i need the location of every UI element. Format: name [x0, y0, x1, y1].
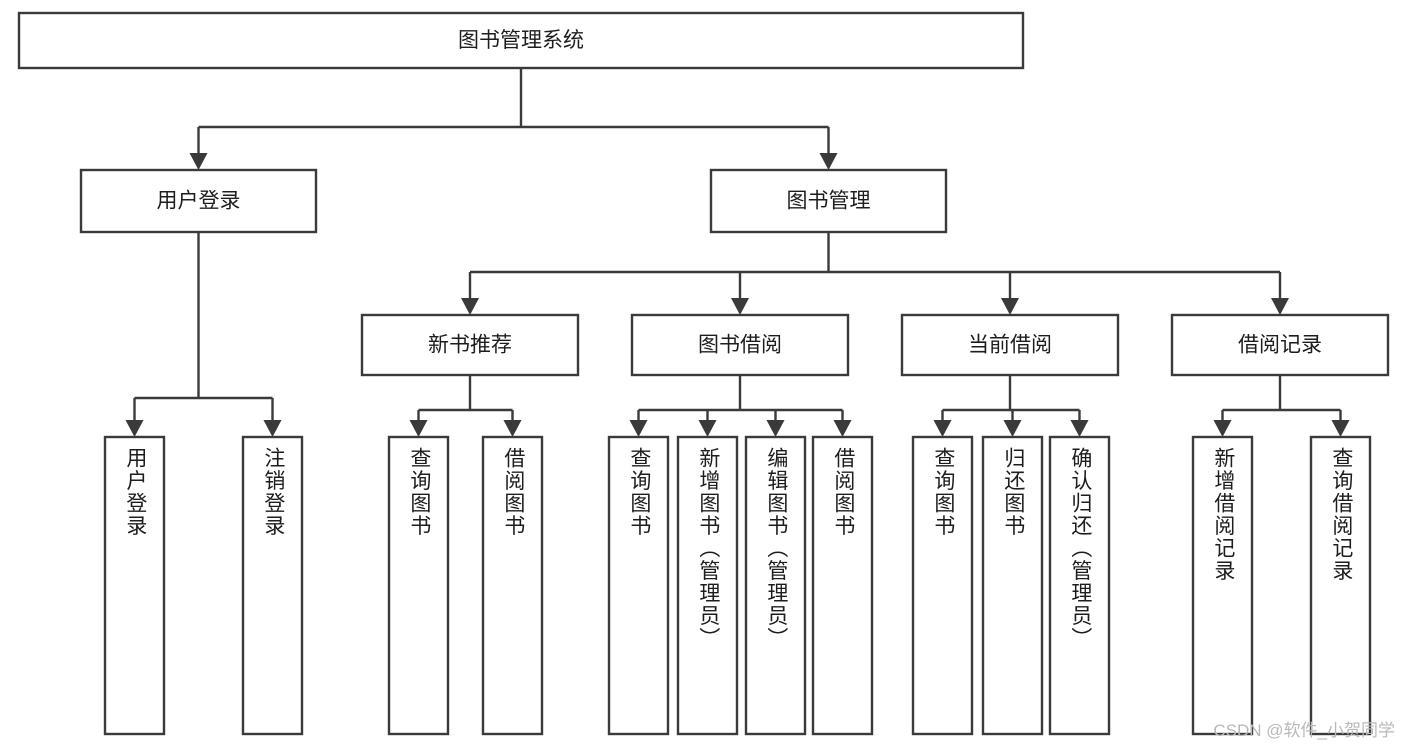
arrowhead-icon	[1070, 420, 1089, 437]
arrowhead-icon	[1271, 298, 1289, 315]
node-label-level2-0: 新书推荐	[428, 334, 512, 357]
node-label-level2-1: 图书借阅	[698, 334, 782, 357]
node-label-level1-0: 用户登录	[157, 190, 241, 213]
node-root-图书管理系统[interactable]	[17, 11, 1025, 70]
node-leaf-6[interactable]	[744, 435, 807, 736]
arrowhead-icon	[189, 153, 208, 170]
arrowhead-icon	[125, 420, 144, 437]
arrowhead-icon	[503, 420, 522, 437]
node-level1-1[interactable]	[709, 168, 948, 234]
node-label-level1-1: 图书管理	[787, 190, 871, 213]
node-level2-0[interactable]	[360, 313, 580, 377]
arrowhead-icon	[461, 298, 479, 315]
node-leaf-3[interactable]	[481, 435, 544, 736]
node-leaf-7[interactable]	[811, 435, 874, 736]
arrowhead-icon	[409, 420, 428, 437]
csdn-watermark: CSDN @软件_小贺同学	[1213, 721, 1395, 740]
node-level2-2[interactable]	[900, 313, 1120, 377]
node-leaf-9[interactable]	[981, 435, 1044, 736]
arrowhead-icon	[1331, 420, 1350, 437]
node-leaf-4[interactable]	[607, 435, 670, 736]
node-label-level2-2: 当前借阅	[968, 334, 1052, 357]
arrowhead-icon	[933, 420, 952, 437]
node-level1-0[interactable]	[79, 168, 318, 234]
arrowhead-icon	[1003, 420, 1022, 437]
node-level2-1[interactable]	[630, 313, 850, 377]
node-leaf-10[interactable]	[1048, 435, 1111, 736]
node-leaf-2[interactable]	[387, 435, 450, 736]
node-leaf-12[interactable]	[1309, 435, 1372, 736]
node-label-root: 图书管理系统	[458, 29, 584, 52]
node-leaf-11[interactable]	[1191, 435, 1254, 736]
arrowhead-icon	[819, 153, 838, 170]
connectors-layer	[125, 68, 1350, 437]
arrowhead-icon	[766, 420, 785, 437]
boxes-layer	[17, 11, 1390, 736]
node-level2-3[interactable]	[1170, 313, 1390, 377]
arrowhead-icon	[698, 420, 717, 437]
node-leaf-1[interactable]	[241, 435, 304, 736]
arrowhead-icon	[1213, 420, 1232, 437]
arrowhead-icon	[629, 420, 648, 437]
node-leaf-0[interactable]	[103, 435, 166, 736]
arrowhead-icon	[263, 420, 282, 437]
arrowhead-icon	[833, 420, 852, 437]
node-leaf-8[interactable]	[911, 435, 974, 736]
arrowhead-icon	[731, 298, 749, 315]
node-label-level2-3: 借阅记录	[1238, 334, 1322, 357]
arrowhead-icon	[1001, 298, 1019, 315]
node-leaf-5[interactable]	[676, 435, 739, 736]
